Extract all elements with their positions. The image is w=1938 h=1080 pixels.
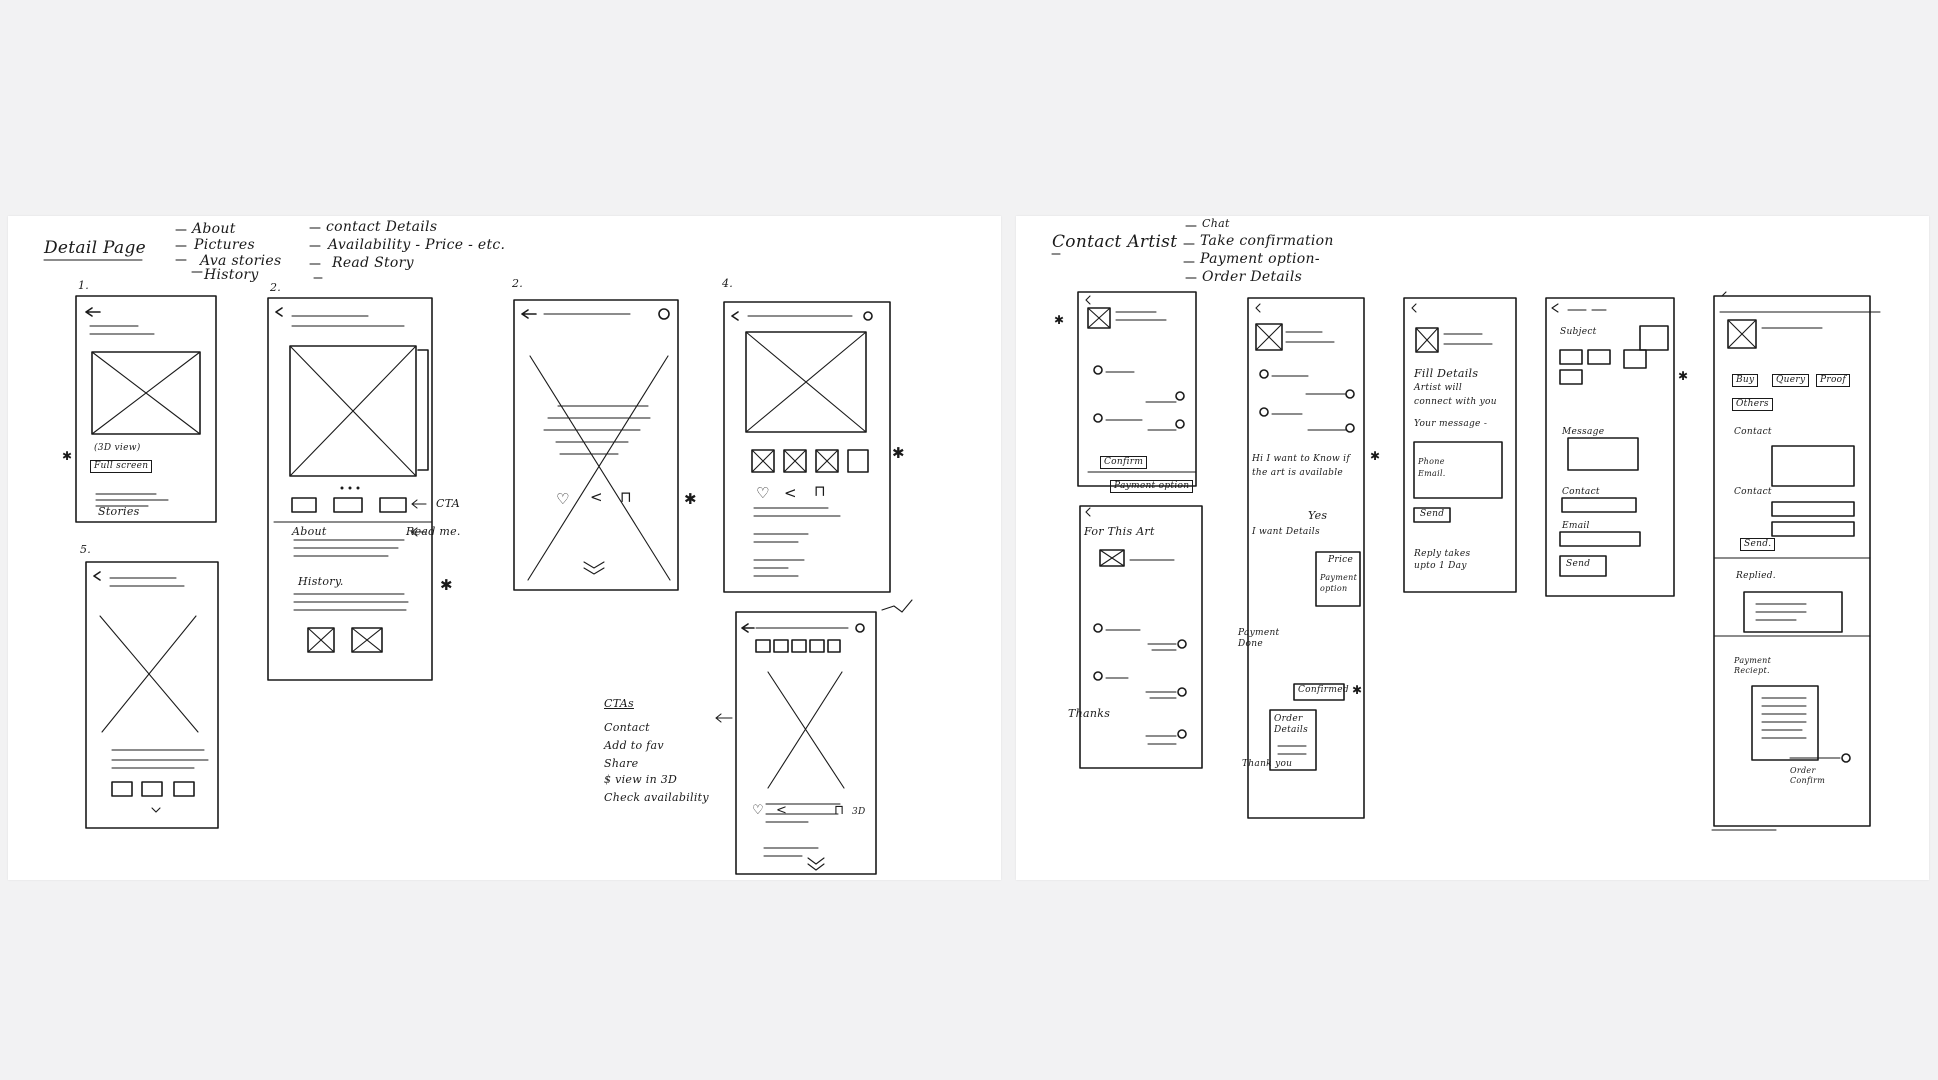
bullet-payment-option: Payment option- bbox=[1200, 251, 1320, 267]
chat-reply-yes: Yes bbox=[1308, 509, 1328, 522]
contact-label-e1: Contact bbox=[1734, 427, 1772, 437]
bag-icon[interactable]: ⊓ bbox=[814, 482, 826, 500]
bullet-ava-stories: Ava stories bbox=[200, 253, 282, 269]
right-sketch-sheet: Contact Artist Chat Take confirmation Pa… bbox=[1016, 216, 1929, 880]
chat-request: I want Details bbox=[1252, 527, 1320, 537]
cta-share: Share bbox=[604, 757, 639, 770]
replied-label: Replied. bbox=[1736, 571, 1776, 581]
cta-label: CTA bbox=[436, 497, 460, 510]
thanks-label: Thanks bbox=[1068, 707, 1111, 720]
right-heading: Contact Artist bbox=[1052, 232, 1178, 252]
left-sketch-sheet: Detail Page About Pictures Ava stories H… bbox=[8, 216, 1001, 880]
confirmed-label: Confirmed bbox=[1298, 685, 1349, 695]
send-button-c[interactable]: Send bbox=[1420, 509, 1445, 519]
query-chip[interactable]: Query bbox=[1772, 374, 1810, 387]
bag-icon[interactable]: ⊓ bbox=[620, 488, 632, 506]
share-icon[interactable]: < bbox=[784, 484, 797, 502]
others-chip[interactable]: Others bbox=[1732, 398, 1773, 411]
frame-number-2: 2. bbox=[270, 281, 282, 294]
thank-you-label: Thank you bbox=[1242, 759, 1293, 769]
artist-will-label: Artist will bbox=[1414, 383, 1463, 393]
subject-label: Subject bbox=[1560, 327, 1597, 337]
payment-option-button[interactable]: Payment option bbox=[1110, 480, 1194, 493]
right-sketch-drawing bbox=[1051, 225, 1881, 831]
asterisk-icon: ✱ bbox=[1370, 449, 1381, 463]
fill-details-label: Fill Details bbox=[1414, 367, 1479, 380]
contact-label-e2: Contact bbox=[1734, 487, 1772, 497]
bag-icon[interactable]: ⊓ bbox=[834, 803, 845, 818]
confirm-button[interactable]: Confirm bbox=[1100, 456, 1148, 469]
share-icon[interactable]: < bbox=[776, 803, 787, 818]
cta-add-to-fav: Add to fav bbox=[604, 739, 664, 752]
view-3d-button[interactable]: 3D bbox=[852, 807, 866, 817]
buy-chip[interactable]: Buy bbox=[1732, 374, 1759, 387]
payment-receipt-label: Payment Reciept. bbox=[1734, 656, 1772, 675]
chat-payment-option[interactable]: Payment option bbox=[1320, 573, 1358, 593]
payment-done-label: Payment Done bbox=[1238, 628, 1280, 649]
phone-field[interactable]: Phone bbox=[1418, 457, 1445, 466]
ctas-title: CTAs bbox=[604, 697, 634, 710]
chat-message-in: Hi I want to Know if the art is availabl… bbox=[1252, 454, 1350, 478]
history-label: History. bbox=[298, 575, 344, 588]
frame-number-3: 2. bbox=[512, 277, 524, 290]
contact-label-d: Contact bbox=[1562, 487, 1600, 497]
email-field[interactable]: Email. bbox=[1418, 469, 1446, 478]
email-label-d: Email bbox=[1562, 521, 1590, 531]
frame-number-5: 5. bbox=[80, 543, 92, 556]
cta-check-availability: Check availability bbox=[604, 791, 709, 804]
price-label: Price bbox=[1328, 555, 1354, 565]
proof-chip[interactable]: Proof bbox=[1816, 374, 1851, 387]
read-more-link[interactable]: Read me. bbox=[406, 525, 461, 538]
heart-icon[interactable]: ♡ bbox=[556, 490, 570, 508]
about-label: About bbox=[292, 525, 327, 538]
asterisk-icon: ✱ bbox=[62, 449, 73, 463]
reply-takes-label: Reply takes bbox=[1414, 549, 1471, 559]
order-details-card[interactable]: Order Details bbox=[1274, 714, 1308, 735]
share-icon[interactable]: < bbox=[590, 488, 603, 506]
asterisk-icon: ✱ bbox=[1678, 369, 1689, 383]
asterisk-icon: ✱ bbox=[684, 490, 697, 508]
send-button-d[interactable]: Send bbox=[1566, 559, 1591, 569]
bullet-history: History bbox=[204, 267, 259, 283]
message-label: Message bbox=[1562, 427, 1605, 437]
frame-number-1: 1. bbox=[78, 279, 90, 292]
bullet-take-confirmation: Take confirmation bbox=[1200, 233, 1334, 249]
bullet-chat: Chat bbox=[1202, 217, 1230, 230]
stories-label: Stories bbox=[98, 505, 140, 518]
bullet-pictures: Pictures bbox=[194, 237, 255, 253]
asterisk-icon: ✱ bbox=[892, 444, 905, 462]
your-message-label: Your message - bbox=[1414, 419, 1488, 429]
order-confirm-label: Order Confirm bbox=[1790, 766, 1826, 785]
heart-icon[interactable]: ♡ bbox=[756, 484, 770, 502]
bullet-contact-details: contact Details bbox=[326, 219, 438, 235]
send-button-e[interactable]: Send. bbox=[1740, 538, 1776, 551]
cta-view-3d: $ view in 3D bbox=[604, 773, 678, 786]
fullscreen-button[interactable]: Full screen bbox=[90, 460, 153, 473]
bullet-about: About bbox=[192, 221, 236, 237]
bullet-availability: Availability - Price - etc. bbox=[328, 237, 506, 253]
cta-contact: Contact bbox=[604, 721, 650, 734]
connect-with-label: connect with you bbox=[1414, 397, 1497, 407]
bullet-read-story: Read Story bbox=[332, 255, 414, 271]
asterisk-icon: ✱ bbox=[440, 576, 453, 594]
upto-label: upto 1 Day bbox=[1414, 561, 1467, 571]
left-sketch-drawing bbox=[43, 227, 913, 875]
asterisk-icon: ✱ bbox=[1054, 313, 1065, 327]
frame-number-4: 4. bbox=[722, 277, 734, 290]
left-heading: Detail Page bbox=[44, 238, 146, 258]
bullet-order-details: Order Details bbox=[1202, 269, 1303, 285]
for-this-art-label: For This Art bbox=[1084, 525, 1155, 538]
asterisk-icon: ✱ bbox=[1352, 683, 1363, 697]
heart-icon[interactable]: ♡ bbox=[752, 803, 764, 818]
view-3d-label: (3D view) bbox=[94, 443, 141, 453]
